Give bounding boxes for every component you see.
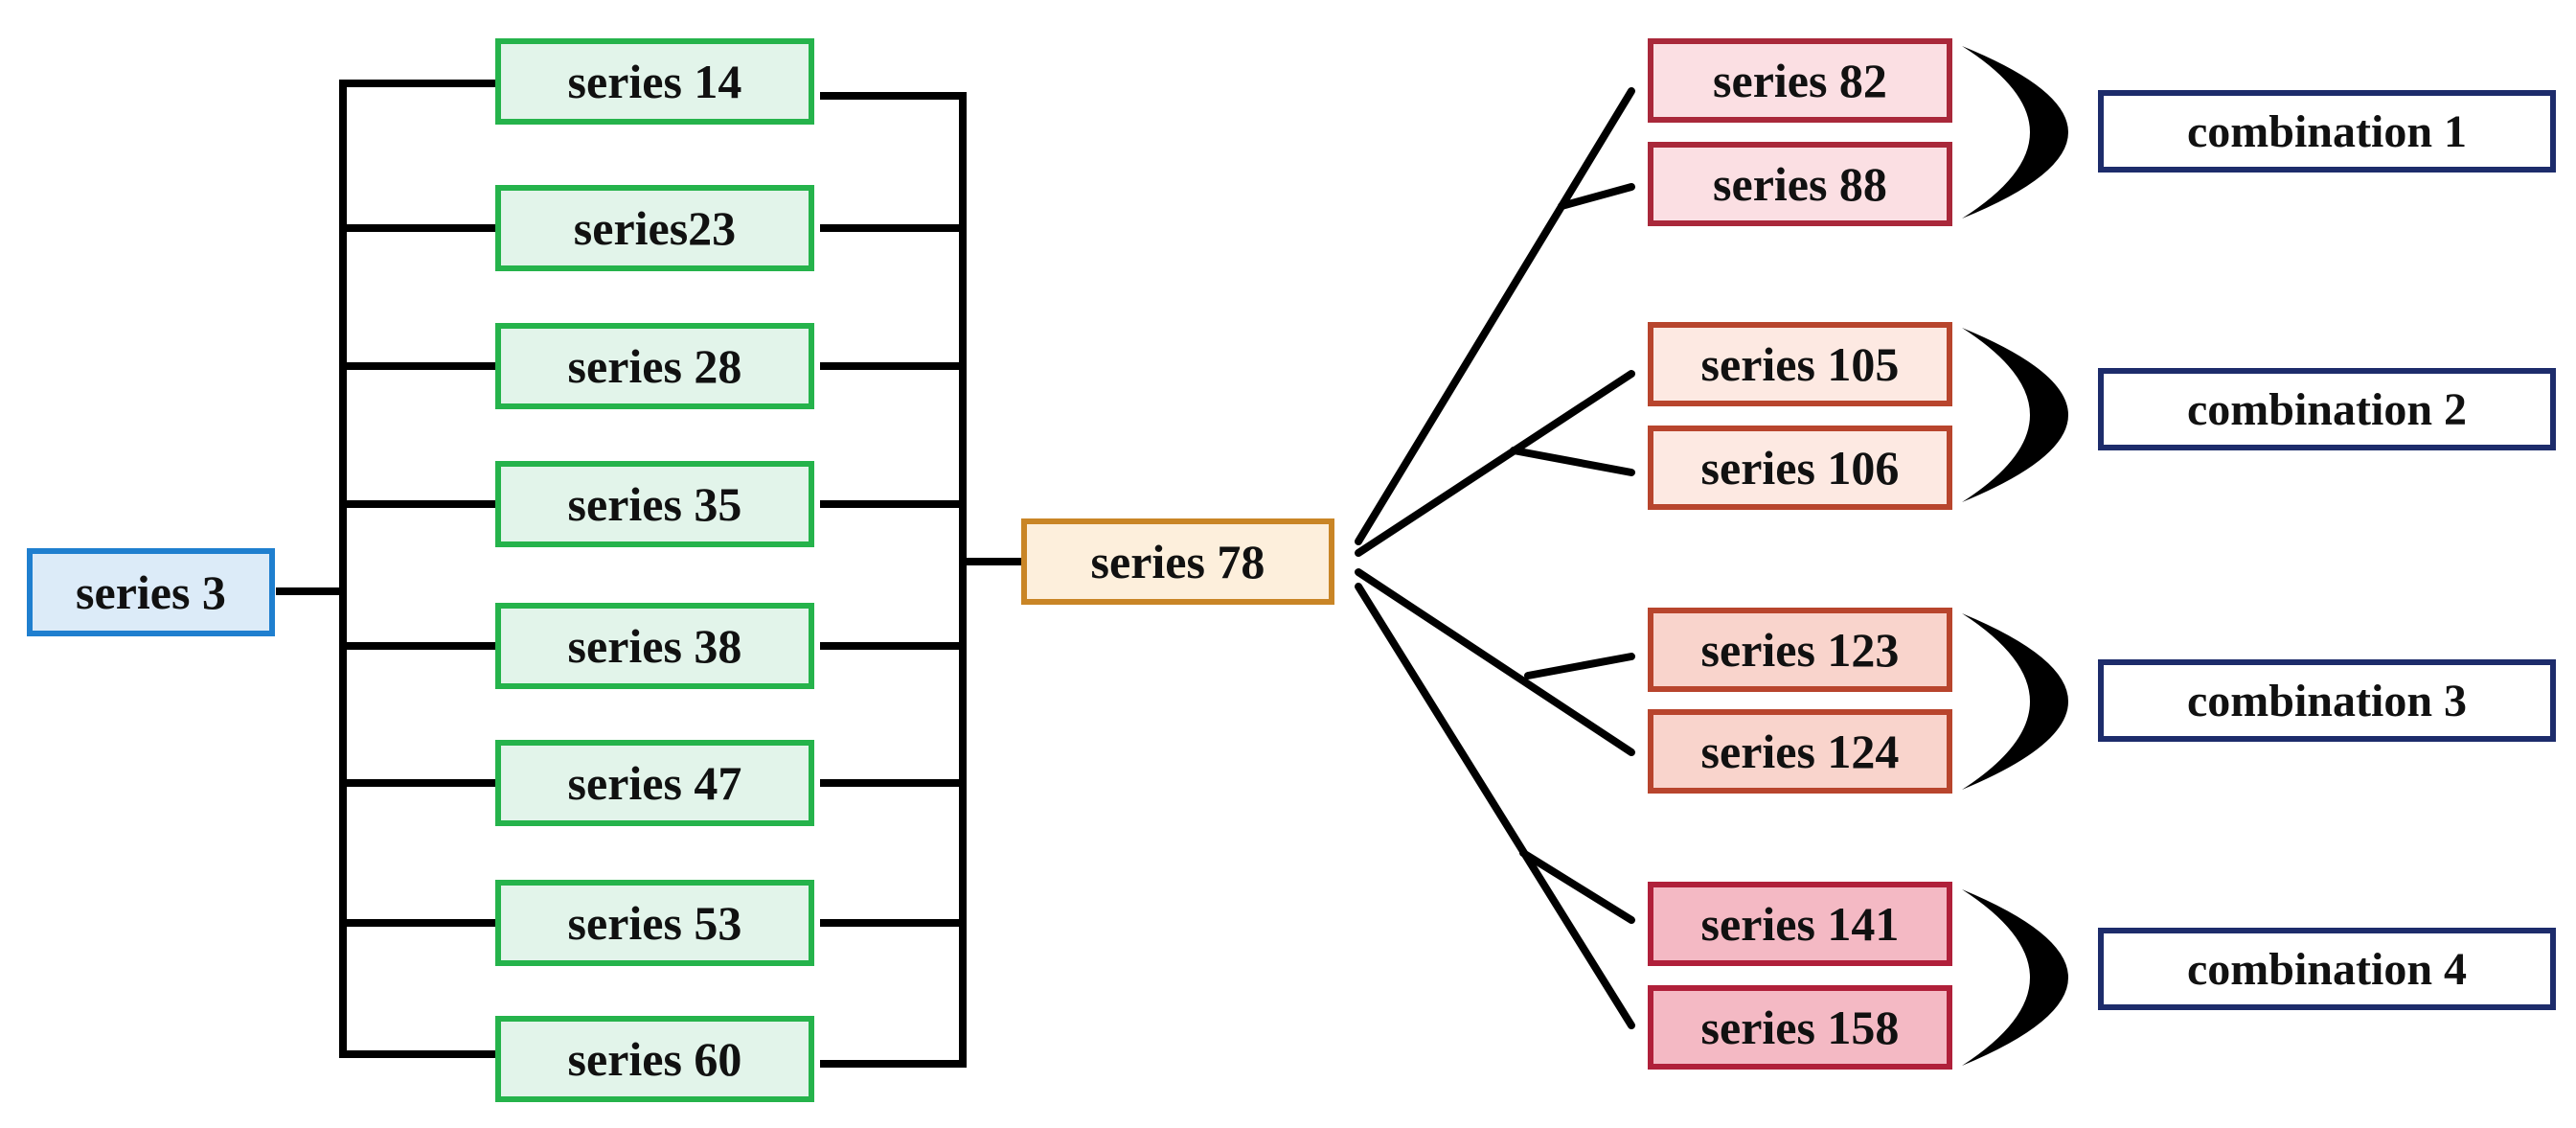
- series-141-box: series 141: [1648, 882, 1952, 966]
- brace-3: [1962, 613, 2068, 790]
- series-82-box: series 82: [1648, 38, 1952, 123]
- brace-2: [1962, 328, 2068, 502]
- branch-lines: [1355, 87, 1635, 1029]
- combination-4-box: combination 4: [2098, 928, 2556, 1010]
- series-123-box: series 123: [1648, 608, 1952, 692]
- series-60-box: series 60: [495, 1016, 814, 1102]
- combination-3-box: combination 3: [2098, 659, 2556, 742]
- series-23-box: series23: [495, 185, 814, 271]
- series-105-box: series 105: [1648, 322, 1952, 406]
- series-47-box: series 47: [495, 740, 814, 826]
- combination-braces: [1962, 46, 2068, 1066]
- series-3-box: series 3: [27, 548, 275, 636]
- series-78-box: series 78: [1021, 518, 1334, 605]
- series-53-box: series 53: [495, 880, 814, 966]
- brace-1: [1962, 46, 2068, 219]
- series-158-box: series 158: [1648, 985, 1952, 1070]
- combination-2-box: combination 2: [2098, 368, 2556, 450]
- series-14-box: series 14: [495, 38, 814, 125]
- right-bracket: [820, 92, 1025, 1068]
- series-88-box: series 88: [1648, 142, 1952, 226]
- brace-4: [1962, 889, 2068, 1066]
- series-124-box: series 124: [1648, 709, 1952, 794]
- series-28-box: series 28: [495, 323, 814, 409]
- left-bracket: [276, 80, 499, 1058]
- series-106-box: series 106: [1648, 426, 1952, 510]
- combination-1-box: combination 1: [2098, 90, 2556, 173]
- series-38-box: series 38: [495, 603, 814, 689]
- series-35-box: series 35: [495, 461, 814, 547]
